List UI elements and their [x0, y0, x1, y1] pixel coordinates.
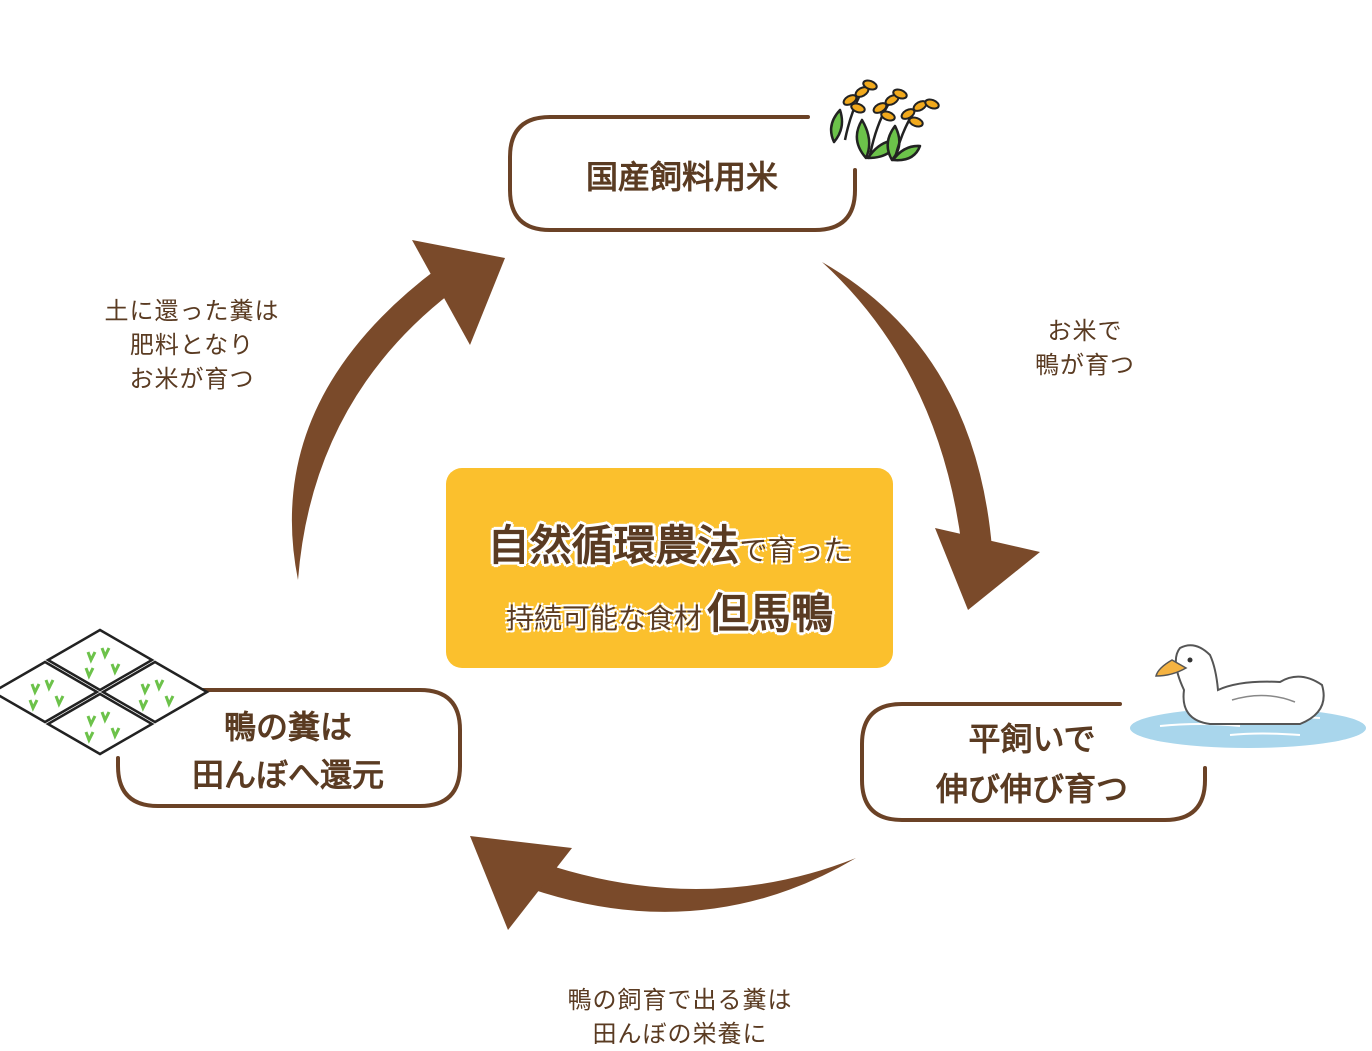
- center-heading: 自然循環農法: [487, 521, 740, 570]
- note-right-line-2: 鴨が育つ: [1035, 351, 1135, 379]
- note-left-line-1: 土に還った糞は: [104, 297, 280, 325]
- note-duck-to-manure: 鴨の飼育で出る糞は 田んぼの栄養に: [520, 983, 840, 1051]
- note-right-line-1: お米で: [1047, 317, 1123, 345]
- center-subtitle: 持続可能な食材: [505, 602, 702, 635]
- note-left-line-2: 肥料となり: [129, 331, 255, 359]
- node-rice-label: 国産飼料用米: [586, 158, 778, 196]
- note-manure-to-rice: 土に還った糞は 肥料となり お米が育つ: [82, 294, 302, 396]
- center-heading-suffix: で育った: [739, 534, 852, 567]
- node-duck-raise-line2: 伸び伸び育つ: [935, 770, 1128, 808]
- rice-paddy-icon: [0, 628, 210, 756]
- node-duck-raise: 平飼いで 伸び伸び育つ: [860, 702, 1207, 822]
- note-bottom-line-1: 鴨の飼育で出る糞は: [567, 986, 793, 1014]
- center-line-2: 持続可能な食材 但馬鴨: [446, 580, 893, 641]
- center-line-1: 自然循環農法で育った: [446, 512, 893, 573]
- node-manure: 鴨の糞は 田んぼへ還元: [116, 688, 462, 808]
- center-panel: 自然循環農法で育った 持続可能な食材 但馬鴨: [446, 468, 893, 668]
- arrow-manure-to-rice: [291, 240, 505, 580]
- center-brand: 但馬鴨: [707, 589, 834, 638]
- node-manure-line2: 田んぼへ還元: [192, 756, 384, 794]
- note-bottom-line-2: 田んぼの栄養に: [592, 1020, 768, 1048]
- duck-icon: [1130, 644, 1366, 748]
- arrow-rice-to-duck: [822, 262, 1040, 610]
- arrow-duck-to-manure: [470, 836, 856, 930]
- node-rice: 国産飼料用米: [508, 115, 857, 232]
- node-duck-raise-line1: 平飼いで: [968, 720, 1095, 758]
- rice-plant-icon: [829, 79, 940, 162]
- note-left-line-3: お米が育つ: [129, 365, 255, 393]
- node-manure-line1: 鴨の糞は: [224, 708, 352, 746]
- note-rice-to-duck: お米で 鴨が育つ: [1010, 314, 1160, 382]
